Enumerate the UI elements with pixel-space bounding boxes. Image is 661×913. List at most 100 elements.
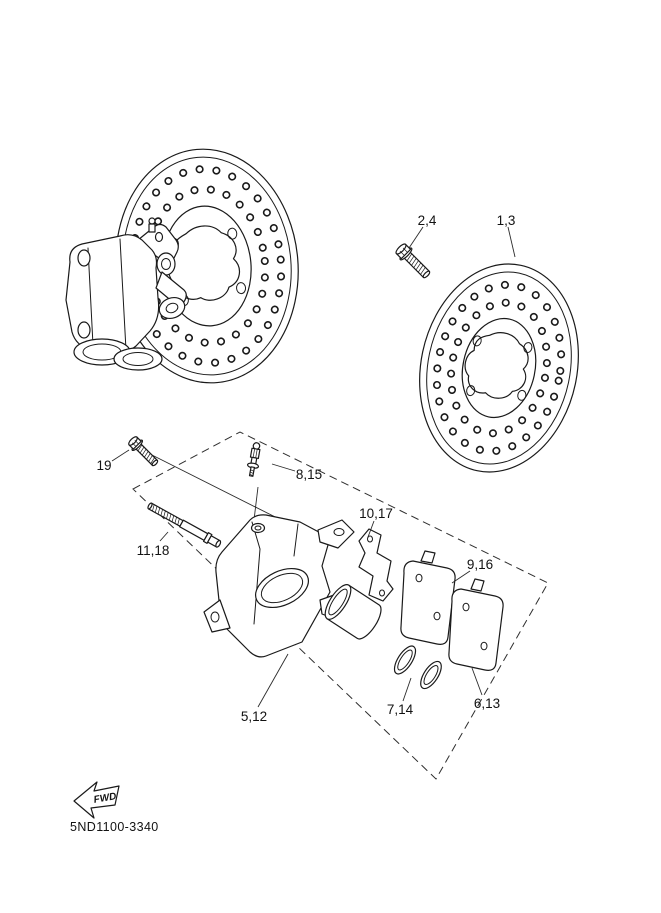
body-bolt-upper <box>77 249 91 267</box>
callout-disc: 1,3 <box>497 213 516 228</box>
pad-pin <box>147 502 222 548</box>
caliper-cylinder-2 <box>113 347 163 371</box>
caliper-body <box>203 514 359 658</box>
pad-support-outline <box>358 528 394 602</box>
piston-open-face <box>324 584 352 620</box>
disc-inner-edge <box>426 271 572 465</box>
bracket-bolt <box>154 231 164 243</box>
bleed-thread-ticks <box>249 469 255 477</box>
brake-pad-inner <box>400 550 456 645</box>
hub-mount-hole <box>165 302 179 314</box>
exploded-view-boundary <box>132 431 549 780</box>
hub-mount <box>158 297 186 319</box>
callout-disc-bolt: 2,4 <box>418 213 437 228</box>
bleed-thread <box>248 466 256 477</box>
caliper-tab <box>203 599 231 633</box>
pivot-boss-hole <box>161 258 171 270</box>
leader-bleed-screw <box>271 463 296 472</box>
fwd-arrow: FWD <box>73 781 120 819</box>
hub-bolt-hole <box>517 389 527 401</box>
bolt-tip <box>422 270 431 279</box>
callout-pad-support: 10,17 <box>359 506 393 521</box>
hub-bolt-hole <box>227 227 238 240</box>
pivot-boss <box>156 252 176 276</box>
callout-pad-inner: 9,16 <box>467 557 493 572</box>
piston-seal-2 <box>420 660 442 690</box>
seal-inner <box>423 664 439 686</box>
leader-seals <box>402 677 412 702</box>
leader-disc <box>507 226 516 258</box>
seal-outer <box>420 660 442 690</box>
bolt-head-face <box>395 243 407 255</box>
caliper-ear-top-hole <box>333 528 345 536</box>
leader-pad-outer <box>471 667 483 696</box>
callout-pad-outer: 6,13 <box>474 696 500 711</box>
caliper-body-lines <box>87 238 127 351</box>
bleed-screw-mounted <box>148 217 156 225</box>
brake-disc <box>419 263 579 473</box>
caliper-ear-top <box>317 519 355 549</box>
pad-hole <box>462 602 470 612</box>
caliper-mounted <box>65 217 187 371</box>
bolt-threads <box>406 253 426 275</box>
bleed-hex-lines <box>252 448 258 459</box>
seal-inner <box>397 649 413 671</box>
pad-tab <box>420 550 436 564</box>
disc-bolt <box>395 243 431 279</box>
pad-plate <box>400 560 456 645</box>
bleed-screw-body <box>148 223 156 233</box>
bolt-tip <box>151 459 159 467</box>
bolt-hex-lines <box>132 440 139 447</box>
disc-center-opening <box>464 332 529 399</box>
callout-seal-set: 7,14 <box>387 702 414 717</box>
bleed-assembly-line <box>253 486 259 521</box>
callout-pad-pin: 11,18 <box>137 543 170 558</box>
hub-bolt-hole <box>236 282 247 295</box>
piston-open-inner <box>328 588 348 616</box>
leader-pad-inner <box>451 570 471 584</box>
bleed-screw <box>246 442 261 477</box>
pad-support <box>358 528 394 602</box>
hub-bolt-hole <box>472 335 482 347</box>
pad-hole <box>480 641 488 651</box>
pin-threads <box>152 504 180 526</box>
caliper-piston <box>324 584 382 640</box>
disc-hub-detail <box>464 332 533 401</box>
caliper-cylinder-2-face <box>122 352 154 366</box>
bleed-boss-hole <box>254 525 262 531</box>
bolt-hex-lines <box>399 247 408 256</box>
caliper-tab-hole <box>210 611 220 623</box>
hub-bolt-hole <box>466 385 476 397</box>
body-bolt-lower <box>77 321 91 339</box>
leader-caliper-bolt <box>111 449 130 462</box>
pin-tip <box>147 502 153 510</box>
leader-lines <box>111 226 516 708</box>
hub-bolt-hole <box>523 342 533 354</box>
pad-tab <box>470 578 485 592</box>
caliper-bolt <box>128 436 159 467</box>
leader-disc-bolt <box>408 226 424 249</box>
bolt-head-face <box>128 436 138 446</box>
pad-support-hole-top <box>367 535 373 543</box>
pad-plate <box>448 588 504 671</box>
piston-bore-inner <box>260 572 304 604</box>
pad-hole <box>415 573 423 583</box>
disc-with-caliper <box>65 148 299 384</box>
disc-hole-ring-inner-fill <box>448 300 550 436</box>
callout-bleed-screw: 8,15 <box>296 467 322 482</box>
bolt-threads <box>137 444 155 464</box>
leader-pad-pin <box>159 531 169 542</box>
pin-head-face <box>215 539 222 548</box>
piston-seal-1 <box>393 645 417 675</box>
callout-caliper-bolt: 19 <box>96 458 111 473</box>
seal-outer <box>393 645 417 675</box>
fwd-label: FWD <box>93 791 117 806</box>
diagram-code: 5ND1100-3340 <box>70 820 159 834</box>
brake-pad-outer <box>448 578 504 671</box>
bleed-boss <box>250 522 266 534</box>
pad-hole <box>433 611 441 621</box>
disc-hole-ring-outer-fill <box>434 282 564 454</box>
pin-shaft <box>179 519 209 541</box>
